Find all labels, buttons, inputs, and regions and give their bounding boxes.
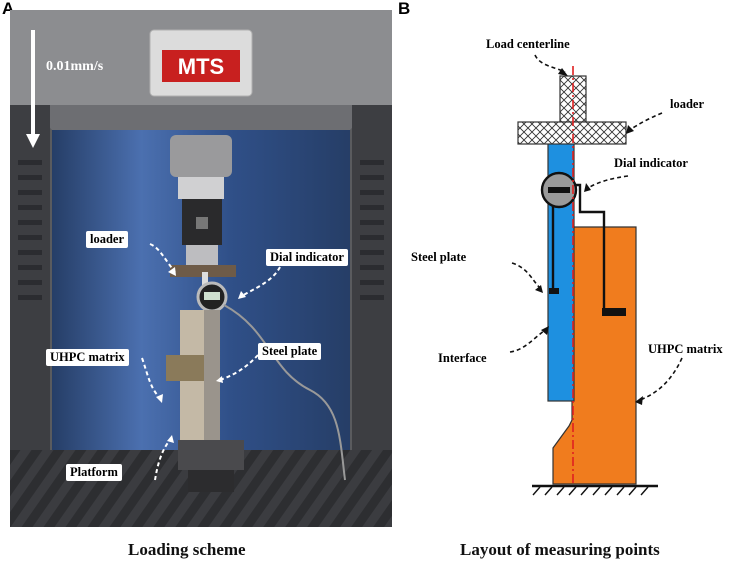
loading-rate: 0.01mm/s (46, 59, 104, 74)
caption-loading-scheme: Loading scheme (128, 540, 246, 559)
loader-column (559, 75, 587, 123)
diagram-label-loader: loader (670, 97, 705, 111)
diagram-label-steel-plate: Steel plate (411, 250, 467, 264)
mts-logo: MTS (178, 54, 224, 79)
loader-plate (517, 121, 627, 145)
photo-label-steel-plate: Steel plate (258, 343, 322, 360)
caption-layout-of-measuring-points: Layout of measuring points (460, 540, 660, 559)
photo-drawing: MTS 0.01mm/s (10, 10, 392, 527)
photo-label-platform: Platform (66, 464, 122, 481)
diagram-label-interface: Interface (438, 351, 487, 365)
diagram-label-dial-indicator: Dial indicator (614, 156, 688, 170)
test-setup-photo: MTS 0.01mm/s (10, 10, 392, 527)
diagram-label-load-centerline: Load centerline (486, 37, 570, 51)
diagram-label-uhpc-matrix: UHPC matrix (648, 342, 723, 356)
panel-letter-b: B (398, 0, 411, 18)
photo-label-dial-indicator: Dial indicator (266, 249, 348, 266)
photo-label-loader: loader (86, 231, 129, 248)
photo-label-uhpc-matrix: UHPC matrix (46, 349, 129, 366)
